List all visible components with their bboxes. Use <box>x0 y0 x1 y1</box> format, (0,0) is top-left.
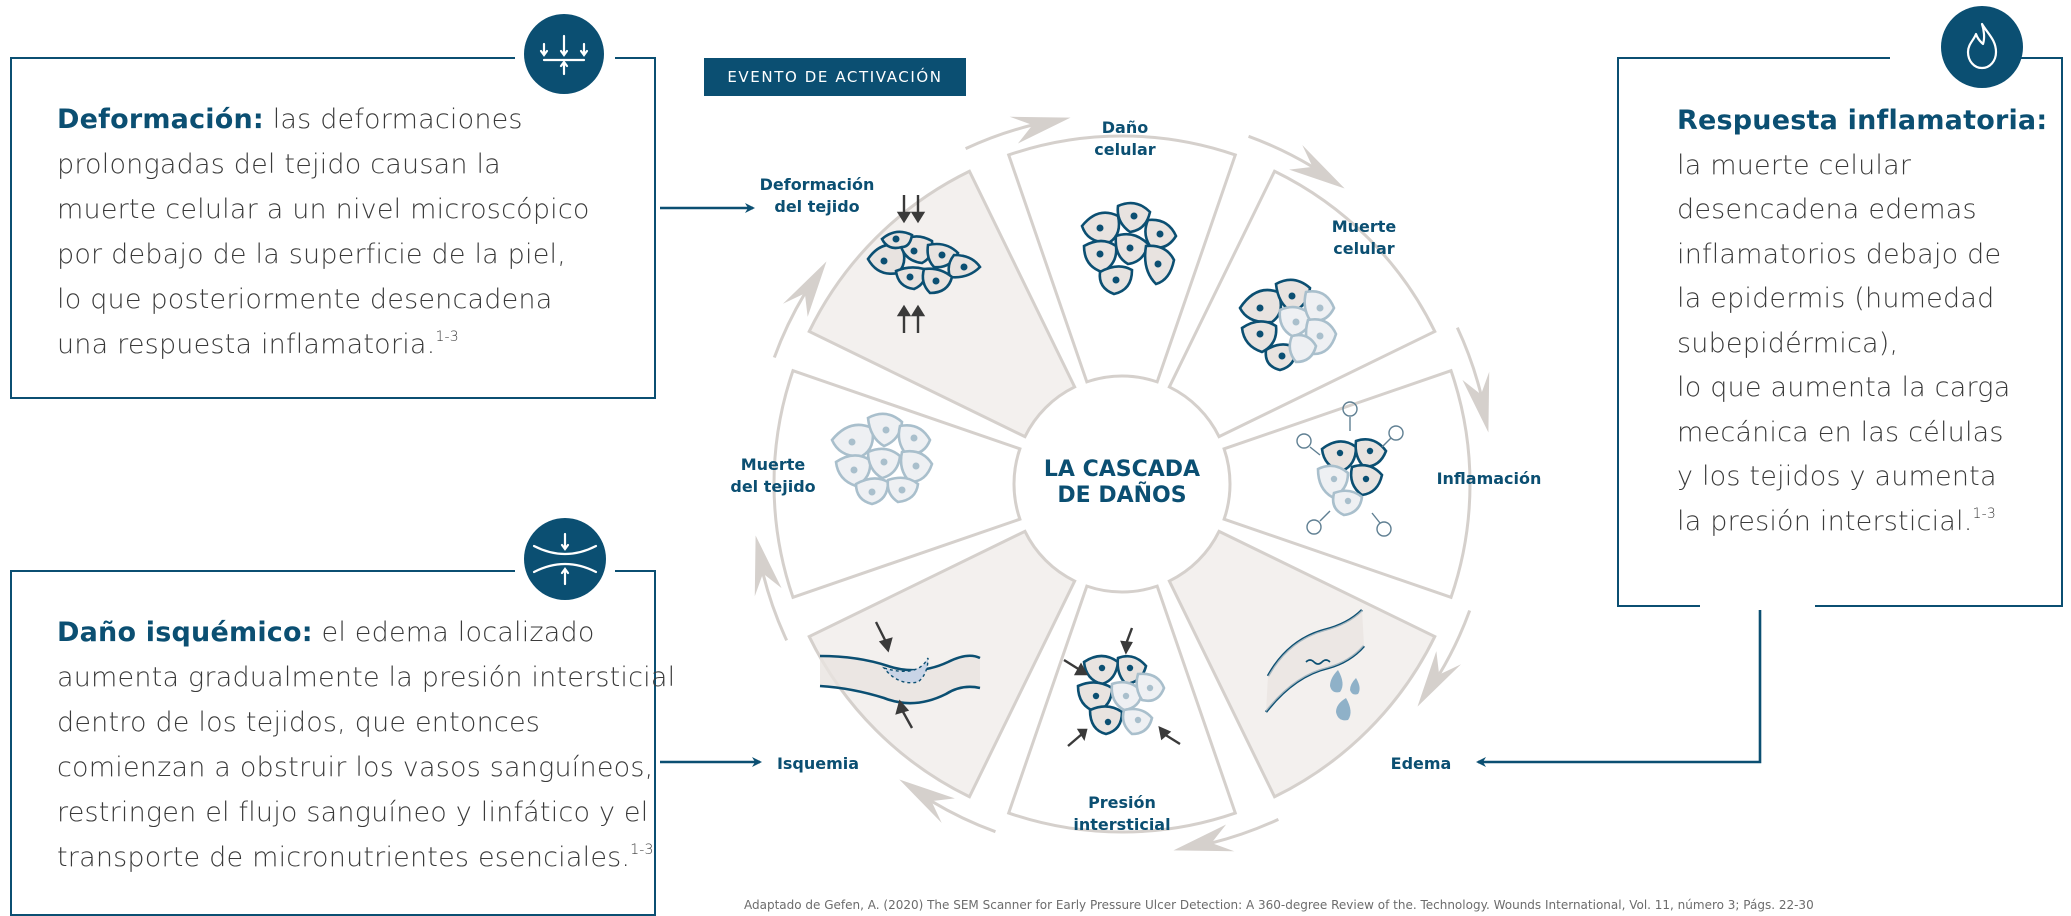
cycle-arrowhead-4 <box>1173 824 1235 852</box>
cycle-arrowhead-3 <box>1417 651 1462 707</box>
cycle-arrow-6 <box>761 573 789 642</box>
deformation-title: Deformación: <box>57 104 264 135</box>
source-footnote: Adaptado de Gefen, A. (2020) The SEM Sca… <box>744 898 1814 912</box>
cycle-arrowhead-7 <box>782 261 827 317</box>
cycle-arrowhead-0 <box>1009 116 1071 144</box>
cycle-arrow-1 <box>1248 134 1314 169</box>
edema-connector-arrow <box>1476 610 1762 767</box>
pressure-vessel-icon <box>524 518 606 600</box>
cascade-sector-deformacion <box>807 169 1077 439</box>
flame-icon <box>1941 6 2023 88</box>
ischemic-info-box: Daño isquémico: el edema localizado aume… <box>10 570 676 916</box>
cell-death-illustration <box>1238 278 1338 372</box>
edema-illustration <box>1264 609 1365 721</box>
cycle-arrowhead-6 <box>754 535 782 597</box>
cycle-arrowhead-1 <box>1289 144 1345 189</box>
cycle-arrowhead-5 <box>899 779 955 824</box>
activation-event-tag: EVENTO DE ACTIVACIÓN <box>704 58 966 96</box>
cycle-arrow-0 <box>964 123 1033 151</box>
cycle-arrow-2 <box>1455 326 1483 395</box>
inflammatory-info-box: Respuesta inflamatoria: la muerte celula… <box>1617 57 2063 607</box>
ischemia-illustration <box>819 621 981 729</box>
stage-label-inflamacion: Inflamación <box>1437 469 1542 488</box>
tissue-death-illustration <box>830 412 934 506</box>
compression-arrows-icon <box>524 14 604 94</box>
deformation-text: Deformación: las deformaciones prolongad… <box>57 104 590 360</box>
cycle-arrow-5 <box>930 799 996 834</box>
cycle-arrowhead-2 <box>1462 371 1490 433</box>
stage-label-isquemia: Isquemia <box>777 754 859 773</box>
cycle-arrow-4 <box>1211 817 1280 845</box>
deformation-info-box: Deformación: las deformaciones prolongad… <box>10 57 656 399</box>
inflammation-illustration <box>1296 401 1404 537</box>
inflammatory-title: Respuesta inflamatoria: <box>1677 105 2048 136</box>
ischemic-text: Daño isquémico: el edema localizado aume… <box>57 617 676 873</box>
interstitial-pressure-illustration <box>1063 627 1181 747</box>
cycle-arrow-7 <box>772 292 807 358</box>
stage-label-edema: Edema <box>1391 754 1452 773</box>
cell-damage-illustration <box>1080 201 1178 296</box>
ischemic-title: Daño isquémico: <box>57 617 313 648</box>
inflammatory-text: Respuesta inflamatoria: la muerte celula… <box>1677 105 2048 537</box>
deformation-cells-illustration <box>866 195 982 333</box>
cycle-arrow-3 <box>1437 610 1472 676</box>
